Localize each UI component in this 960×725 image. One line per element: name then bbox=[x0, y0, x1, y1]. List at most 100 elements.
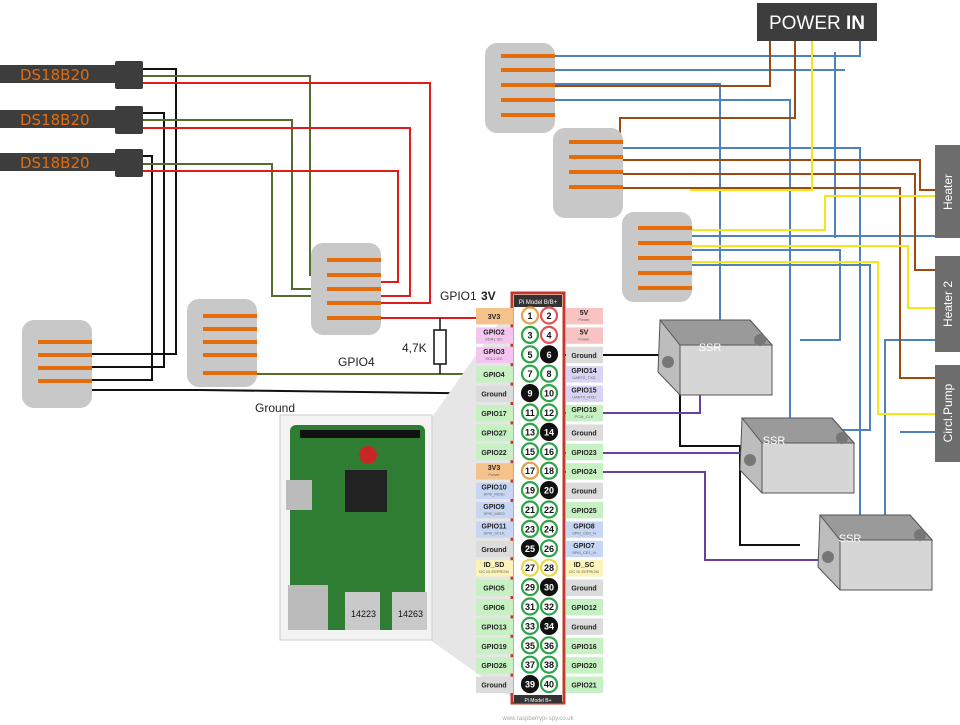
pin-function: SPI0_MOSI bbox=[483, 492, 504, 497]
pin-number: 25 bbox=[525, 544, 535, 554]
pin-number: 4 bbox=[546, 330, 551, 340]
pin-circle bbox=[520, 403, 540, 422]
heater-box bbox=[935, 145, 960, 238]
pin-circle bbox=[520, 655, 540, 674]
pin-name: ID_SD bbox=[484, 562, 505, 569]
pin-circle bbox=[539, 577, 559, 597]
pin-name: 3V3 bbox=[488, 314, 501, 321]
pin-circle bbox=[520, 442, 540, 461]
pin-number: 19 bbox=[525, 486, 535, 496]
pin-function: SCL1 I2C bbox=[485, 356, 502, 361]
pin-name: Ground bbox=[571, 430, 596, 437]
pin-number: 34 bbox=[544, 621, 554, 631]
pin-number: 28 bbox=[544, 563, 554, 573]
pin-number: 32 bbox=[544, 602, 554, 612]
pin-number: 7 bbox=[527, 369, 532, 379]
usb-label-2: 14263 bbox=[398, 609, 423, 619]
sensor-label: DS18B20 bbox=[20, 66, 90, 84]
ds18b20-sensor: DS18B20 bbox=[0, 106, 143, 134]
pin-name: 5V bbox=[580, 310, 589, 317]
pin-number: 11 bbox=[525, 408, 535, 418]
pin-number: 20 bbox=[544, 486, 554, 496]
pin-circle bbox=[539, 539, 559, 558]
power-in-label: IN bbox=[846, 13, 865, 34]
pin-number: 12 bbox=[544, 408, 554, 418]
pin-circle bbox=[520, 636, 540, 655]
sensor-label: DS18B20 bbox=[20, 154, 90, 172]
pin-circle bbox=[539, 422, 559, 441]
pin-name: 5V bbox=[580, 329, 589, 336]
side-labels: Heater Heater 2 Circl.Pump bbox=[935, 145, 960, 462]
pin-number: 18 bbox=[544, 466, 554, 476]
ds18b20-sensor: DS18B20 bbox=[0, 149, 143, 177]
pin-name: GPIO24 bbox=[571, 469, 596, 476]
ds18b20-sensor: DS18B20 bbox=[0, 61, 143, 89]
pin-circle bbox=[520, 539, 540, 558]
pin-function: Power bbox=[488, 472, 500, 477]
pin-number: 30 bbox=[544, 583, 554, 593]
pin-name: GPIO15 bbox=[571, 388, 596, 395]
gpio-pin-row: GPIO5 29 bbox=[476, 577, 540, 597]
gpio-pin-row: Ground 39 bbox=[476, 674, 540, 694]
pin-name: GPIO6 bbox=[483, 605, 505, 612]
pin-name: GPIO25 bbox=[571, 508, 596, 515]
pin-circle bbox=[539, 616, 559, 636]
pin-function: SDA1 I2C bbox=[485, 336, 503, 341]
pin-number: 23 bbox=[525, 524, 535, 534]
pin-circle bbox=[539, 384, 559, 403]
ground-label: Ground bbox=[255, 401, 295, 415]
pin-name: GPIO26 bbox=[481, 663, 506, 670]
pin-name: GPIO4 bbox=[483, 372, 505, 379]
pin-name: GPIO9 bbox=[483, 504, 505, 511]
pin-circle bbox=[539, 403, 559, 422]
pin-number: 13 bbox=[525, 427, 535, 437]
pin-name: GPIO14 bbox=[571, 368, 596, 375]
ssr-relay: SSR bbox=[739, 417, 856, 494]
pin-name: Ground bbox=[481, 683, 506, 690]
power-wires bbox=[552, 40, 935, 561]
pin-function: I2C ID EEPROM bbox=[569, 569, 599, 574]
heater-label: Heater bbox=[941, 174, 955, 210]
voltage-label: 3V bbox=[481, 289, 496, 303]
ssr-relay: SSR bbox=[657, 319, 774, 396]
pin-name: Ground bbox=[481, 547, 506, 554]
header-url: www.raspberrypi-spy.co.uk bbox=[501, 716, 574, 722]
usb-label-1: 14223 bbox=[351, 609, 376, 619]
pin-function: PCM_CLK bbox=[575, 414, 594, 419]
pin-name: GPIO23 bbox=[571, 450, 596, 457]
pin-circle bbox=[520, 674, 540, 694]
pin-name: Ground bbox=[481, 392, 506, 399]
pin-number: 29 bbox=[525, 583, 535, 593]
pin-number: 39 bbox=[525, 680, 535, 690]
ssr-label: SSR bbox=[699, 342, 722, 354]
pin-name: ID_SC bbox=[574, 562, 595, 569]
pin-number: 40 bbox=[544, 680, 554, 690]
pin-number: 36 bbox=[544, 641, 554, 651]
pin-circle bbox=[520, 481, 540, 500]
ssr-relay: SSR bbox=[817, 514, 934, 591]
pin-circle bbox=[520, 461, 540, 480]
pin-circle bbox=[539, 674, 559, 694]
ssr-units: SSR SSR SSR bbox=[657, 319, 934, 591]
resistor bbox=[433, 329, 447, 365]
power-in-box: POWER IN bbox=[757, 3, 877, 41]
pin-number: 1 bbox=[527, 311, 532, 321]
pin-name: GPIO5 bbox=[483, 586, 505, 593]
